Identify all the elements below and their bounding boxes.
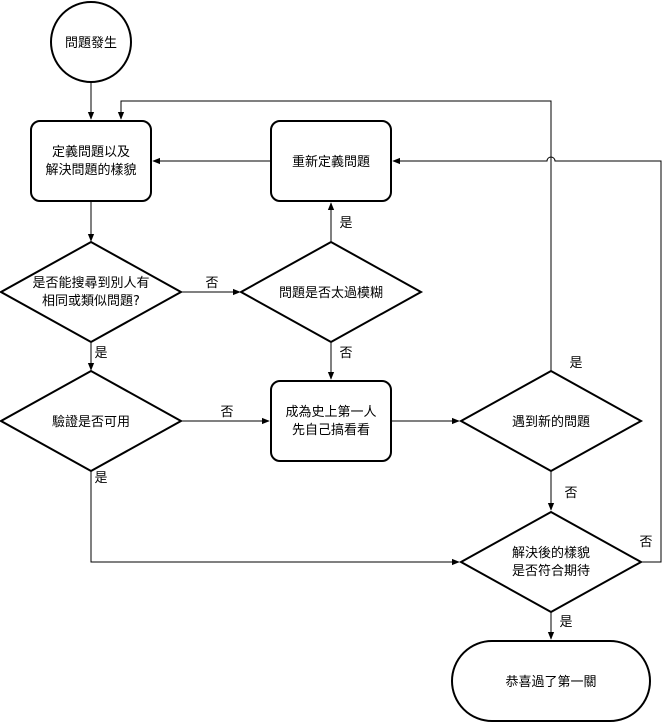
- node-newproblem-label: 遇到新的問題: [512, 414, 590, 430]
- node-newproblem: 遇到新的問題: [458, 369, 644, 473]
- edge-label-search-no: 否: [205, 276, 218, 291]
- edge-label-verify-no: 否: [220, 405, 233, 420]
- edge-label-meets-no: 否: [639, 535, 652, 550]
- edge-label-search-yes: 是: [94, 346, 107, 361]
- node-search: 是否能搜尋到別人有 相同或類似問題?: [0, 240, 184, 344]
- node-end-label: 恭喜過了第一關: [505, 675, 596, 690]
- node-meets-label-line2: 是否符合期待: [512, 563, 590, 579]
- node-redefine-label: 重新定義問題: [292, 154, 370, 170]
- edge-labels: 否 是 是 否 否 是 是 否 否 是: [94, 216, 652, 630]
- edge-label-vague-yes: 是: [339, 216, 352, 231]
- node-pioneer: 成為史上第一人 先自己搞看看: [270, 380, 392, 462]
- edge-label-new-no: 否: [564, 486, 577, 501]
- node-end: 恭喜過了第一關: [451, 640, 651, 722]
- edge-verify-meets: [90, 470, 460, 566]
- node-pioneer-label-line1: 成為史上第一人: [285, 404, 376, 420]
- node-verify: 驗證是否可用: [0, 369, 184, 473]
- edges: [87, 82, 662, 640]
- node-toovague: 問題是否太過模糊: [238, 240, 424, 344]
- node-pioneer-label-line2: 先自己搞看看: [292, 422, 370, 438]
- node-define-label-line1: 定義問題以及: [52, 144, 130, 160]
- edge-label-vague-no: 否: [339, 346, 352, 361]
- edge-newproblem-define: [117, 100, 552, 371]
- node-define: 定義問題以及 解決問題的樣貌: [30, 120, 152, 202]
- node-define-label-line2: 解決問題的樣貌: [45, 162, 136, 178]
- node-search-label-line1: 是否能搜尋到別人有: [32, 276, 149, 291]
- edge-label-meets-yes: 是: [559, 615, 572, 630]
- node-start: 問題發生: [50, 1, 132, 83]
- node-meets-label-line1: 解決後的樣貌: [512, 545, 590, 561]
- node-search-label-line2: 相同或類似問題?: [42, 294, 140, 309]
- edge-label-new-yes: 是: [569, 356, 582, 371]
- node-redefine: 重新定義問題: [270, 120, 392, 202]
- node-meets: 解決後的樣貌 是否符合期待: [458, 510, 644, 614]
- edge-label-verify-yes: 是: [94, 471, 107, 486]
- node-toovague-label: 問題是否太過模糊: [279, 285, 383, 301]
- node-start-label: 問題發生: [65, 36, 117, 51]
- edge-meets-redefine: [392, 156, 662, 563]
- node-verify-label: 驗證是否可用: [52, 414, 130, 430]
